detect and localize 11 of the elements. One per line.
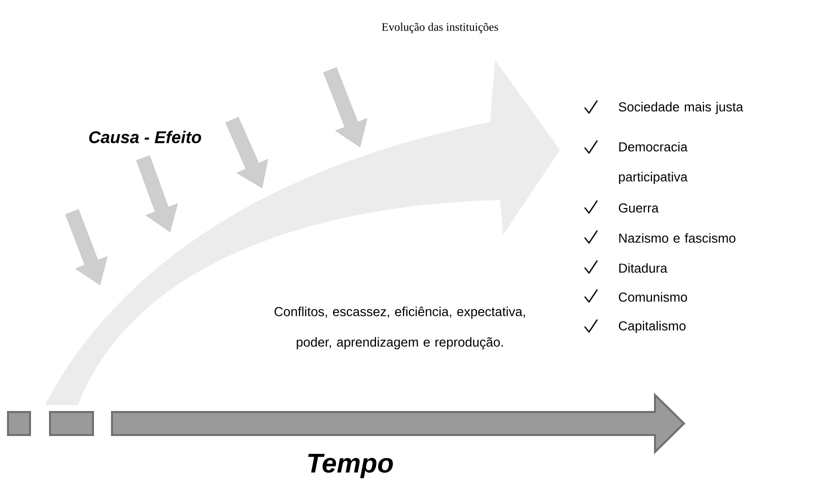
description: Conflitos, escassez, eficiência, expectativa, poder, aprendizagem e reprodução.	[274, 306, 525, 350]
label: Causa - Efeito	[89, 130, 202, 144]
list-item: Nazismo e fascismo	[619, 233, 736, 243]
list-item: Guerra	[618, 203, 659, 213]
list-item: Democracia participativa	[619, 142, 688, 184]
list-item: Comunismo	[618, 292, 687, 302]
list-item: Sociedade mais justa	[618, 102, 744, 114]
list-item: Ditadura	[619, 263, 668, 273]
list-item: Capitalismo	[618, 320, 686, 334]
axis-label: Tempo	[308, 454, 393, 478]
title: Evolução das instituições	[382, 22, 498, 34]
